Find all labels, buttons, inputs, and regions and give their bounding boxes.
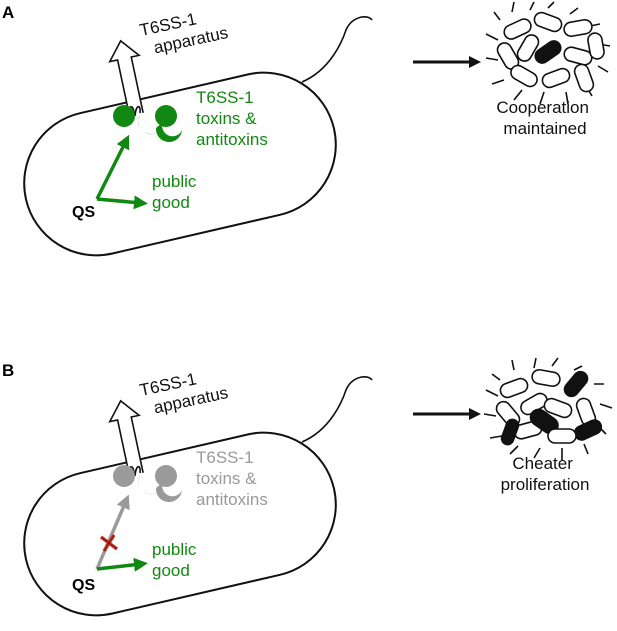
qs-label-a: QS	[72, 204, 95, 221]
toxins-label-a: T6SS-1 toxins & antitoxins	[196, 88, 268, 149]
outcome-label-a: Cooperation maintained	[496, 98, 593, 138]
arrow-to-public-good-b	[96, 557, 148, 572]
arrow-to-toxins-b	[95, 494, 130, 570]
t6ss-apparatus-a	[108, 39, 144, 116]
bacteria-cluster-b	[483, 357, 613, 460]
apparatus-label-b: T6SS-1 apparatus	[138, 364, 230, 420]
bacteria-cluster-a	[485, 1, 611, 105]
flagellum-b	[301, 376, 373, 443]
panel-b: B T6SS-1 apparatus T6SS-1 toxins & antit…	[2, 357, 613, 617]
panel-letter-b: B	[2, 361, 14, 380]
bacterium-cell-a	[23, 71, 337, 257]
t6ss-apparatus-b	[108, 399, 144, 476]
arrow-to-public-good-a	[96, 195, 148, 210]
toxins-a	[113, 105, 182, 143]
bacterium-cell-b	[23, 431, 337, 617]
outcome-label-b: Cheater proliferation	[501, 454, 590, 494]
blocked-mark	[99, 534, 119, 552]
public-good-label-a: public good	[152, 172, 201, 212]
panel-letter-a: A	[2, 3, 14, 22]
apparatus-label-a: T6SS-1 apparatus	[138, 4, 230, 60]
public-good-label-b: public good	[152, 540, 201, 580]
toxins-label-b: T6SS-1 toxins & antitoxins	[196, 448, 268, 509]
arrow-to-toxins-a	[95, 134, 130, 200]
flagellum-a	[301, 16, 373, 83]
toxins-b	[113, 465, 182, 503]
qs-label-b: QS	[72, 577, 95, 594]
panel-a: A T6SS-1 apparatus T6SS-1 toxins & antit…	[2, 1, 611, 257]
